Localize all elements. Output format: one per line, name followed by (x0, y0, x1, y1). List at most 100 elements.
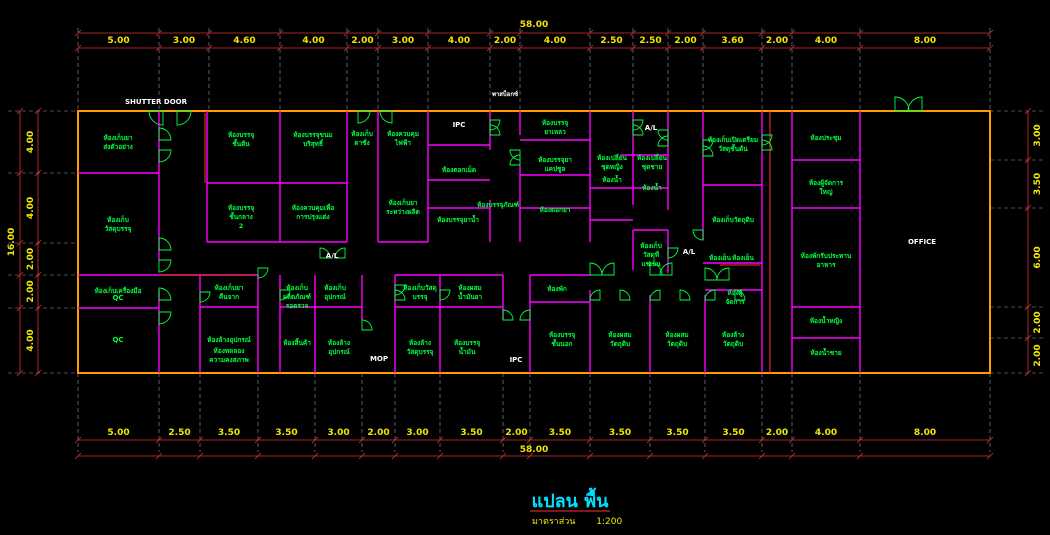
dim-overall-top: 58.00 (520, 20, 548, 30)
tag-al_2: A/L (645, 124, 658, 132)
dim-tick (986, 29, 994, 37)
dim-tick (486, 29, 494, 37)
dim-tick (74, 29, 82, 37)
dim-tick (16, 271, 24, 279)
door-swing (158, 311, 172, 325)
room-label-line: ชั้นต้น (232, 138, 250, 148)
dim-tick (701, 436, 709, 444)
door-swing (704, 289, 716, 301)
room-label: ห้องบรรจุขนมบริสุทธิ์ (293, 130, 332, 148)
room-label-line: ผลิตภัณฑ์ (283, 293, 311, 301)
dim-tick (1024, 156, 1032, 164)
door-swing (158, 287, 172, 301)
dim-tick (16, 239, 24, 247)
dim-tick (856, 44, 864, 52)
room-label-line: ห้องผสม (458, 283, 481, 292)
dim-tick (436, 436, 444, 444)
dim-tick (74, 436, 82, 444)
dim-top: 4.00 (302, 36, 324, 46)
room-label-line: การปรุงแต่ง (296, 213, 329, 221)
dim-left: 2.00 (26, 248, 36, 270)
dim-overall-left: 16.00 (7, 228, 17, 256)
room-label-line: อุปกรณ์ (328, 348, 350, 356)
room-label: ห้องตอกยา (540, 205, 571, 214)
dim-tick (758, 452, 766, 460)
dim-tick (343, 44, 351, 52)
door-swing (679, 289, 691, 301)
tag-qc_2: QC (112, 336, 123, 344)
dim-tick (16, 107, 24, 115)
room-label: ห้องผสมน้ำมันยา (458, 283, 483, 301)
dim-tick (358, 452, 366, 460)
room-label: ห้องเก็บอุปกรณ์ (324, 283, 346, 301)
room-label-line: ห้องเก็บ (640, 241, 662, 250)
dim-tick (499, 436, 507, 444)
room-label-line: วัสดุบรรจุ (105, 225, 132, 233)
dim-tick (155, 452, 163, 460)
room-label-line: ห้องประชุม (810, 133, 841, 142)
room-label: ห้องผสมวัตถุดิบ (608, 330, 631, 348)
dim-tick (343, 29, 351, 37)
dim-tick (34, 369, 42, 377)
room-label: ห้องเก็บยาส่งตัวอย่าง (103, 133, 133, 151)
dim-tick (74, 44, 82, 52)
tag-office: OFFICE (908, 238, 936, 246)
building-outline (77, 110, 991, 374)
room-label: ห้องควบคุมไฟฟ้า (387, 129, 419, 147)
room-label-line: อาหาร (817, 261, 836, 269)
room-label-line: ห้องเก็บวัสดุ (403, 283, 436, 292)
room-label-line: ห้องสิ้นค้า (283, 337, 311, 347)
dim-tick (664, 29, 672, 37)
dim-tick (788, 436, 796, 444)
room-label-line: ห้องบรรจุภัณฑ์ (477, 200, 519, 209)
room-label-line: ห้องเก็บยา (388, 198, 417, 207)
dim-tick (526, 436, 534, 444)
dim-tick (311, 436, 319, 444)
dim-top: 2.00 (674, 36, 696, 46)
room-label: ห้องน้ำ (602, 174, 622, 184)
room-label: ห้องเย็น (732, 253, 754, 262)
room-label: ห้องล้างวัตถุดิบ (722, 330, 744, 348)
plan-title: แปลน พื้น (531, 491, 609, 512)
dim-tick (155, 44, 163, 52)
room-label-line: ชั้นนอก (551, 338, 572, 348)
dim-bottom: 3.50 (549, 428, 571, 438)
door-swing (489, 124, 501, 136)
door-swing (158, 259, 172, 273)
room-label-line: ห้องพัก (547, 284, 567, 293)
dim-tick (1024, 303, 1032, 311)
dim-tick (856, 436, 864, 444)
dim-left: 4.00 (26, 329, 36, 351)
door-swing (148, 110, 164, 126)
room-label: ห้องบรรจุยาน้ำ (437, 214, 479, 224)
room-label: ห้องบรรจุชั้นต้น (228, 130, 254, 148)
dim-top: 4.00 (544, 36, 566, 46)
dim-tick (391, 452, 399, 460)
door-swing (667, 247, 679, 259)
dim-tick (526, 452, 534, 460)
room-label: ห้องบรรจุภัณฑ์ (477, 200, 519, 209)
door-swing (704, 267, 718, 281)
room-label-line: ชุดชาย (642, 163, 663, 171)
room-label: ห้องตอกเม็ด (442, 165, 476, 174)
room-label: ห้องเก็บยาระหว่างผลิต (386, 198, 420, 216)
room-label: ห้องเก็บวัสดุบรรจุ (105, 215, 132, 233)
dim-top: 2.00 (351, 36, 373, 46)
door-swing (158, 149, 172, 163)
room-label: ห้องบรรจุยาแคปซูล (538, 155, 572, 174)
door-swing (702, 145, 714, 157)
room-label-line: ห้องเก็บยา (214, 283, 243, 292)
dim-top: 3.00 (173, 36, 195, 46)
dim-tick (374, 44, 382, 52)
dim-tick (155, 29, 163, 37)
dim-tick (276, 29, 284, 37)
dim-top: 8.00 (914, 36, 936, 46)
room-label-line: ห้องล้างอุปกรณ์ (207, 335, 251, 344)
dim-tick (986, 44, 994, 52)
dim-bottom: 3.50 (218, 428, 240, 438)
room-label-line: วัสดุบรรจุ (407, 348, 434, 356)
room-label-line: ห้องน้ำ (602, 174, 622, 184)
door-swing (361, 319, 373, 331)
room-label-line: บรรจุ (413, 293, 428, 301)
